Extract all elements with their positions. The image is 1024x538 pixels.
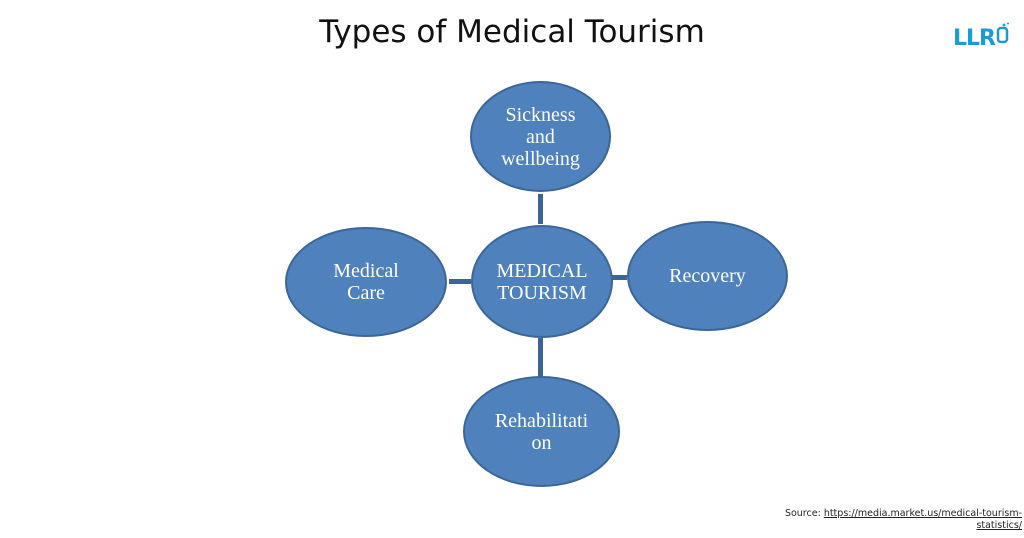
connector-bottom bbox=[538, 338, 543, 378]
flask-icon bbox=[996, 22, 1009, 44]
node-center: MEDICAL TOURISM bbox=[471, 225, 613, 338]
node-left: Medical Care bbox=[285, 227, 447, 337]
node-bottom: Rehabilitati on bbox=[463, 376, 620, 487]
page-title: Types of Medical Tourism bbox=[319, 14, 705, 50]
source-label: Source: bbox=[784, 508, 821, 519]
connector-left bbox=[449, 279, 471, 284]
node-right: Recovery bbox=[627, 221, 788, 331]
source-note: Source: https://media.market.us/medical-… bbox=[760, 508, 1022, 532]
node-top: Sickness and wellbeing bbox=[470, 81, 611, 192]
connector-right bbox=[611, 275, 627, 280]
connector-top bbox=[538, 194, 543, 224]
brand-logo: LLR bbox=[953, 22, 1009, 50]
source-link[interactable]: https://media.market.us/medical-tourism-… bbox=[823, 508, 1022, 531]
brand-logo-text: LLR bbox=[953, 26, 996, 50]
